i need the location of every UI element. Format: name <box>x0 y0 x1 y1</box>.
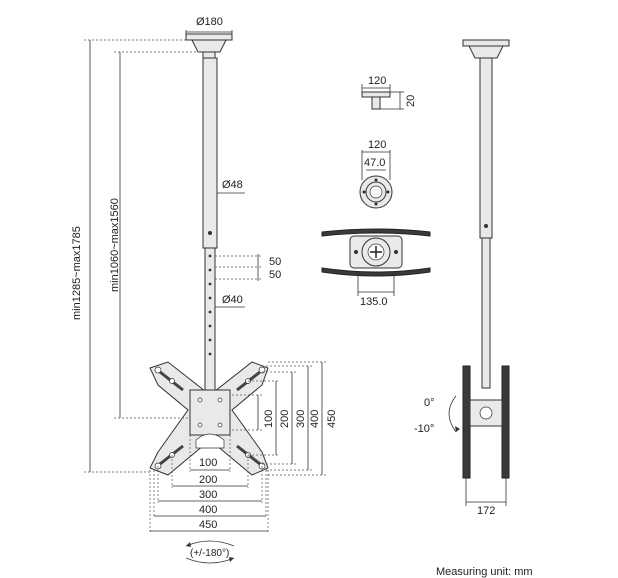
vesa-h-100-label: 100 <box>199 457 217 469</box>
side-width-label: 172 <box>477 505 495 517</box>
tilt-up-label: 0° <box>424 397 435 409</box>
plate-diameter-label: Ø180 <box>196 16 223 28</box>
rotation-indicator <box>185 540 235 564</box>
vesa-v-400-label: 400 <box>309 410 321 428</box>
cap-height-label: 20 <box>405 95 417 107</box>
vesa-h-400-label: 400 <box>199 504 217 516</box>
cap-width-label: 120 <box>368 75 386 87</box>
rotation-label: (+/-180°) <box>190 548 229 559</box>
detail-views: 120 20 120 47.0 <box>321 75 431 308</box>
base-width-label: 120 <box>368 139 386 151</box>
vesa-h-200-label: 200 <box>199 474 217 486</box>
hole-step-2-label: 50 <box>269 269 281 281</box>
upper-tube-diameter-label: Ø48 <box>222 179 243 191</box>
side-panel-right <box>501 365 510 479</box>
side-panel-left <box>462 365 471 479</box>
vesa-v-450-label: 450 <box>326 410 338 428</box>
clamp-width-label: 135.0 <box>360 296 388 308</box>
pole-height-label: min1060~max1560 <box>109 198 121 292</box>
base-inner-label: 47.0 <box>364 157 385 169</box>
base-detail <box>359 150 393 209</box>
ceiling-plate <box>185 33 233 59</box>
vesa-vertical-dims <box>232 361 326 476</box>
vesa-h-450-label: 450 <box>199 519 217 531</box>
vesa-horizontal-dims <box>149 435 269 533</box>
units-note: Measuring unit: mm <box>436 566 533 578</box>
total-height-label: min1285~max1785 <box>71 226 83 320</box>
lower-tube-diameter-label: Ø40 <box>222 294 243 306</box>
tilt-down-label: -10° <box>414 423 434 435</box>
side-view <box>448 39 510 506</box>
hole-step-1-label: 50 <box>269 256 281 268</box>
vesa-v-100-label: 100 <box>263 410 275 428</box>
vesa-v-300-label: 300 <box>295 410 307 428</box>
cap-detail <box>361 84 404 110</box>
tube-holes <box>208 254 212 356</box>
vesa-plate <box>149 361 269 476</box>
front-view: Ø180 Ø48 50 50 Ø40 <box>71 16 338 564</box>
clamp-detail <box>321 228 431 296</box>
vesa-h-300-label: 300 <box>199 489 217 501</box>
side-upper-tube <box>479 57 493 239</box>
vesa-v-200-label: 200 <box>279 410 291 428</box>
upper-tube <box>202 57 218 249</box>
side-lower-tube <box>481 237 491 389</box>
